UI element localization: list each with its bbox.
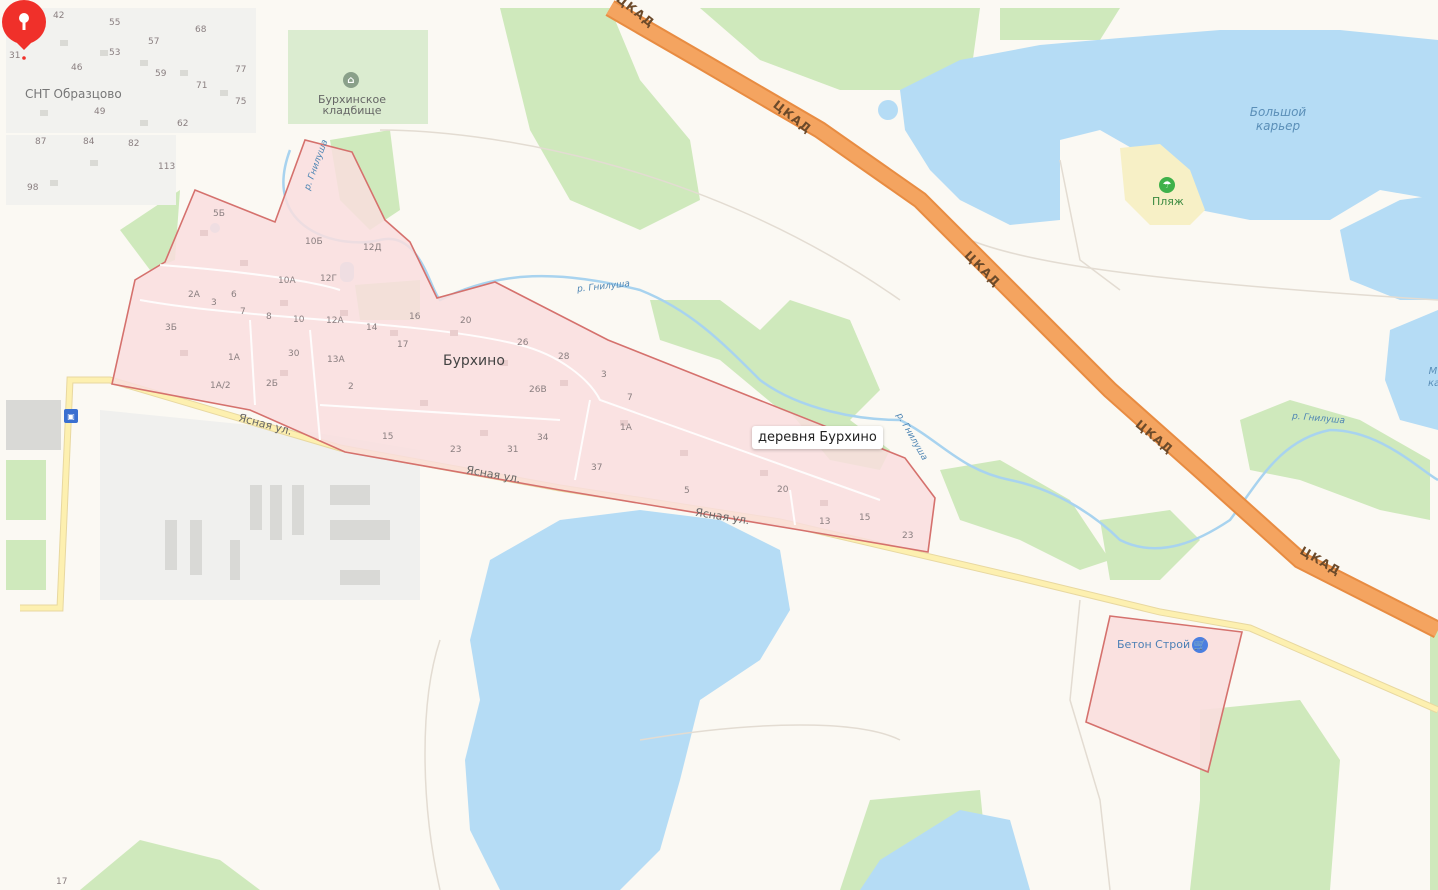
shop-cart-icon[interactable]: 🛒 xyxy=(1192,637,1208,653)
house-number-village: 15 xyxy=(382,432,394,442)
house-number-snt: 53 xyxy=(109,48,121,58)
house-number-snt: 84 xyxy=(83,137,95,147)
house-number-village: 34 xyxy=(537,433,549,443)
house-number-village: 23 xyxy=(450,445,462,455)
minor-roads xyxy=(379,129,1438,890)
house-number-village: 6 xyxy=(231,290,237,300)
house-number-snt: 75 xyxy=(235,97,247,107)
monument-icon[interactable]: ⌂ xyxy=(343,72,359,88)
house-number-snt: 113 xyxy=(158,162,176,172)
house-number-village: 12А xyxy=(326,316,344,326)
house-number-village: 13А xyxy=(327,355,345,365)
house-number-village: 10А xyxy=(278,276,296,286)
house-number-village: 1А/2 xyxy=(210,381,231,391)
house-number-snt: 98 xyxy=(27,183,39,193)
big-quarry-label: Большой карьер xyxy=(1249,105,1307,133)
house-number-snt: 59 xyxy=(155,69,167,79)
house-number-village: 17 xyxy=(397,340,409,350)
house-number-village: 31 xyxy=(507,445,519,455)
house-number-village: 7 xyxy=(240,307,246,317)
house-number-village: 3 xyxy=(211,298,217,308)
house-number-village: 1А xyxy=(620,423,632,433)
house-number-village: 10 xyxy=(293,315,305,325)
house-number-village: 30 xyxy=(288,349,300,359)
house-number-village: 10Б xyxy=(305,237,323,247)
house-number-village: 5 xyxy=(684,486,690,496)
house-number-village: 15 xyxy=(859,513,871,523)
house-number-village: 12Г xyxy=(320,274,337,284)
house-number-village: 26В xyxy=(529,385,547,395)
house-number-snt: 82 xyxy=(128,139,140,149)
house-number-village: 16 xyxy=(409,312,421,322)
house-number-snt: 57 xyxy=(148,37,160,47)
house-number-snt: 71 xyxy=(196,81,208,91)
selected-place-label[interactable]: деревня Бурхино xyxy=(752,426,883,449)
house-number-snt: 62 xyxy=(177,119,189,129)
house-number-village: 13 xyxy=(819,517,831,527)
house-number-snt: 42 xyxy=(53,11,65,21)
ckad-road xyxy=(606,1,1438,637)
house-number-village: 28 xyxy=(558,352,570,362)
house-number-village: 5Б xyxy=(213,209,225,219)
house-number-village: 2А xyxy=(188,290,200,300)
house-number-snt: 46 xyxy=(71,63,83,73)
house-number-village: 2 xyxy=(348,382,354,392)
beton-boundary xyxy=(1085,615,1243,774)
house-number-village: 14 xyxy=(366,323,378,333)
village-streets xyxy=(139,264,881,526)
house-number-snt: 77 xyxy=(235,65,247,75)
house-number-village: 20 xyxy=(777,485,789,495)
water-bodies xyxy=(210,30,1438,890)
house-number-snt: 49 xyxy=(94,107,106,117)
house-number-village: 20 xyxy=(460,316,472,326)
house-number-village: 2Б xyxy=(266,379,278,389)
house-number-village: 3Б xyxy=(165,323,177,333)
map-pin-icon[interactable] xyxy=(0,0,48,60)
house-number-village: 7 xyxy=(627,393,633,403)
bus-stop-icon[interactable]: ▣ xyxy=(64,409,78,423)
river-line xyxy=(282,149,1438,550)
edge-water-label: М ка xyxy=(1428,366,1438,389)
house-number-village: 23 xyxy=(902,531,914,541)
house-number-snt: 87 xyxy=(35,137,47,147)
house-number-snt: 68 xyxy=(195,25,207,35)
house-number-village: 3 xyxy=(601,370,607,380)
house-number-bottom: 17 xyxy=(56,877,68,887)
house-number-village: 8 xyxy=(266,312,272,322)
beach-icon[interactable]: ☂ xyxy=(1159,177,1175,193)
house-number-snt: 31 xyxy=(9,51,21,61)
house-number-snt: 55 xyxy=(109,18,121,28)
village-buildings xyxy=(180,230,828,506)
house-number-village: 37 xyxy=(591,463,603,473)
house-number-village: 1А xyxy=(228,353,240,363)
house-number-village: 12Д xyxy=(363,243,382,253)
house-number-village: 26 xyxy=(517,338,529,348)
